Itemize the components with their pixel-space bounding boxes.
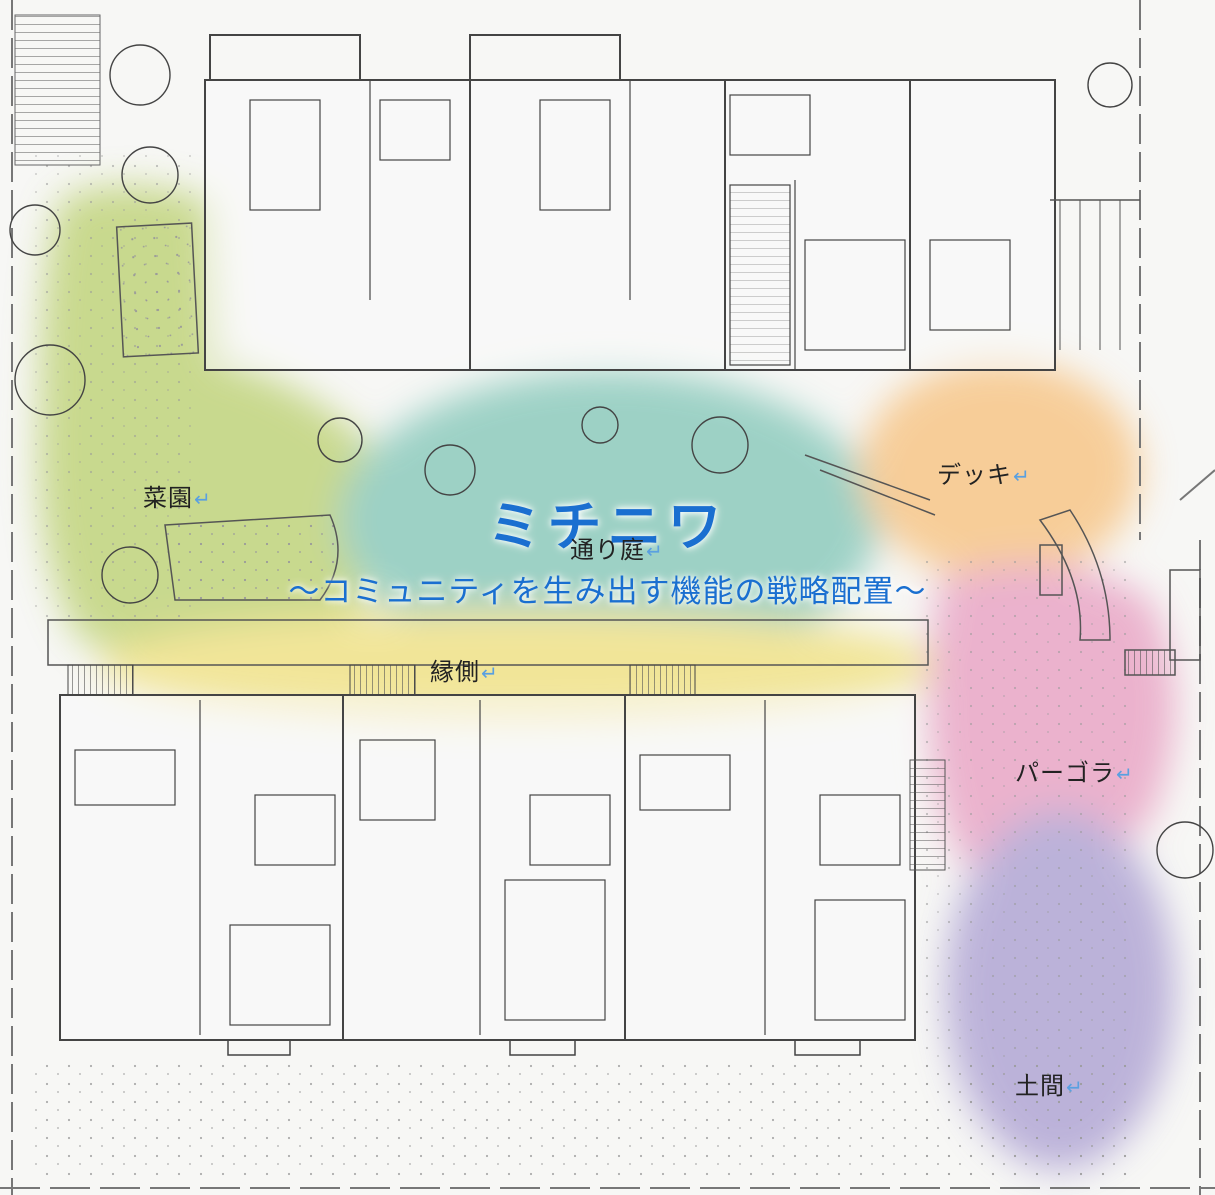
return-icon: ↵ [1066,1075,1084,1099]
zone-label-pergola-text: パーゴラ [1015,759,1115,787]
return-icon: ↵ [194,487,212,511]
passage-zone-wash [340,370,880,670]
deck-zone-wash [860,360,1140,580]
south-building [59,694,916,1041]
zone-label-engawa-text: 縁側 [430,658,480,686]
zone-label-passage-text: 通り庭 [570,536,645,564]
return-icon: ↵ [481,661,499,685]
zone-label-garden-text: 菜園 [143,484,193,512]
zone-label-engawa: 縁側↵ [430,652,499,687]
north-building [204,34,1056,371]
zone-label-deck-text: デッキ [937,461,1012,489]
zone-label-pergola: パーゴラ↵ [1015,753,1134,788]
diagram-subtitle: ～コミュニティを生み出す機能の戦略配置～ [288,574,927,610]
zone-label-deck: デッキ↵ [937,455,1031,490]
return-icon: ↵ [646,539,664,563]
zone-label-doma: 土間↵ [1015,1066,1084,1101]
return-icon: ↵ [1013,464,1031,488]
zone-label-garden: 菜園↵ [143,478,212,513]
zone-label-doma-text: 土間 [1015,1072,1065,1100]
diagram-title: ミチニワ [487,495,728,558]
return-icon: ↵ [1116,762,1134,786]
zone-label-passage: 通り庭↵ [570,530,664,565]
